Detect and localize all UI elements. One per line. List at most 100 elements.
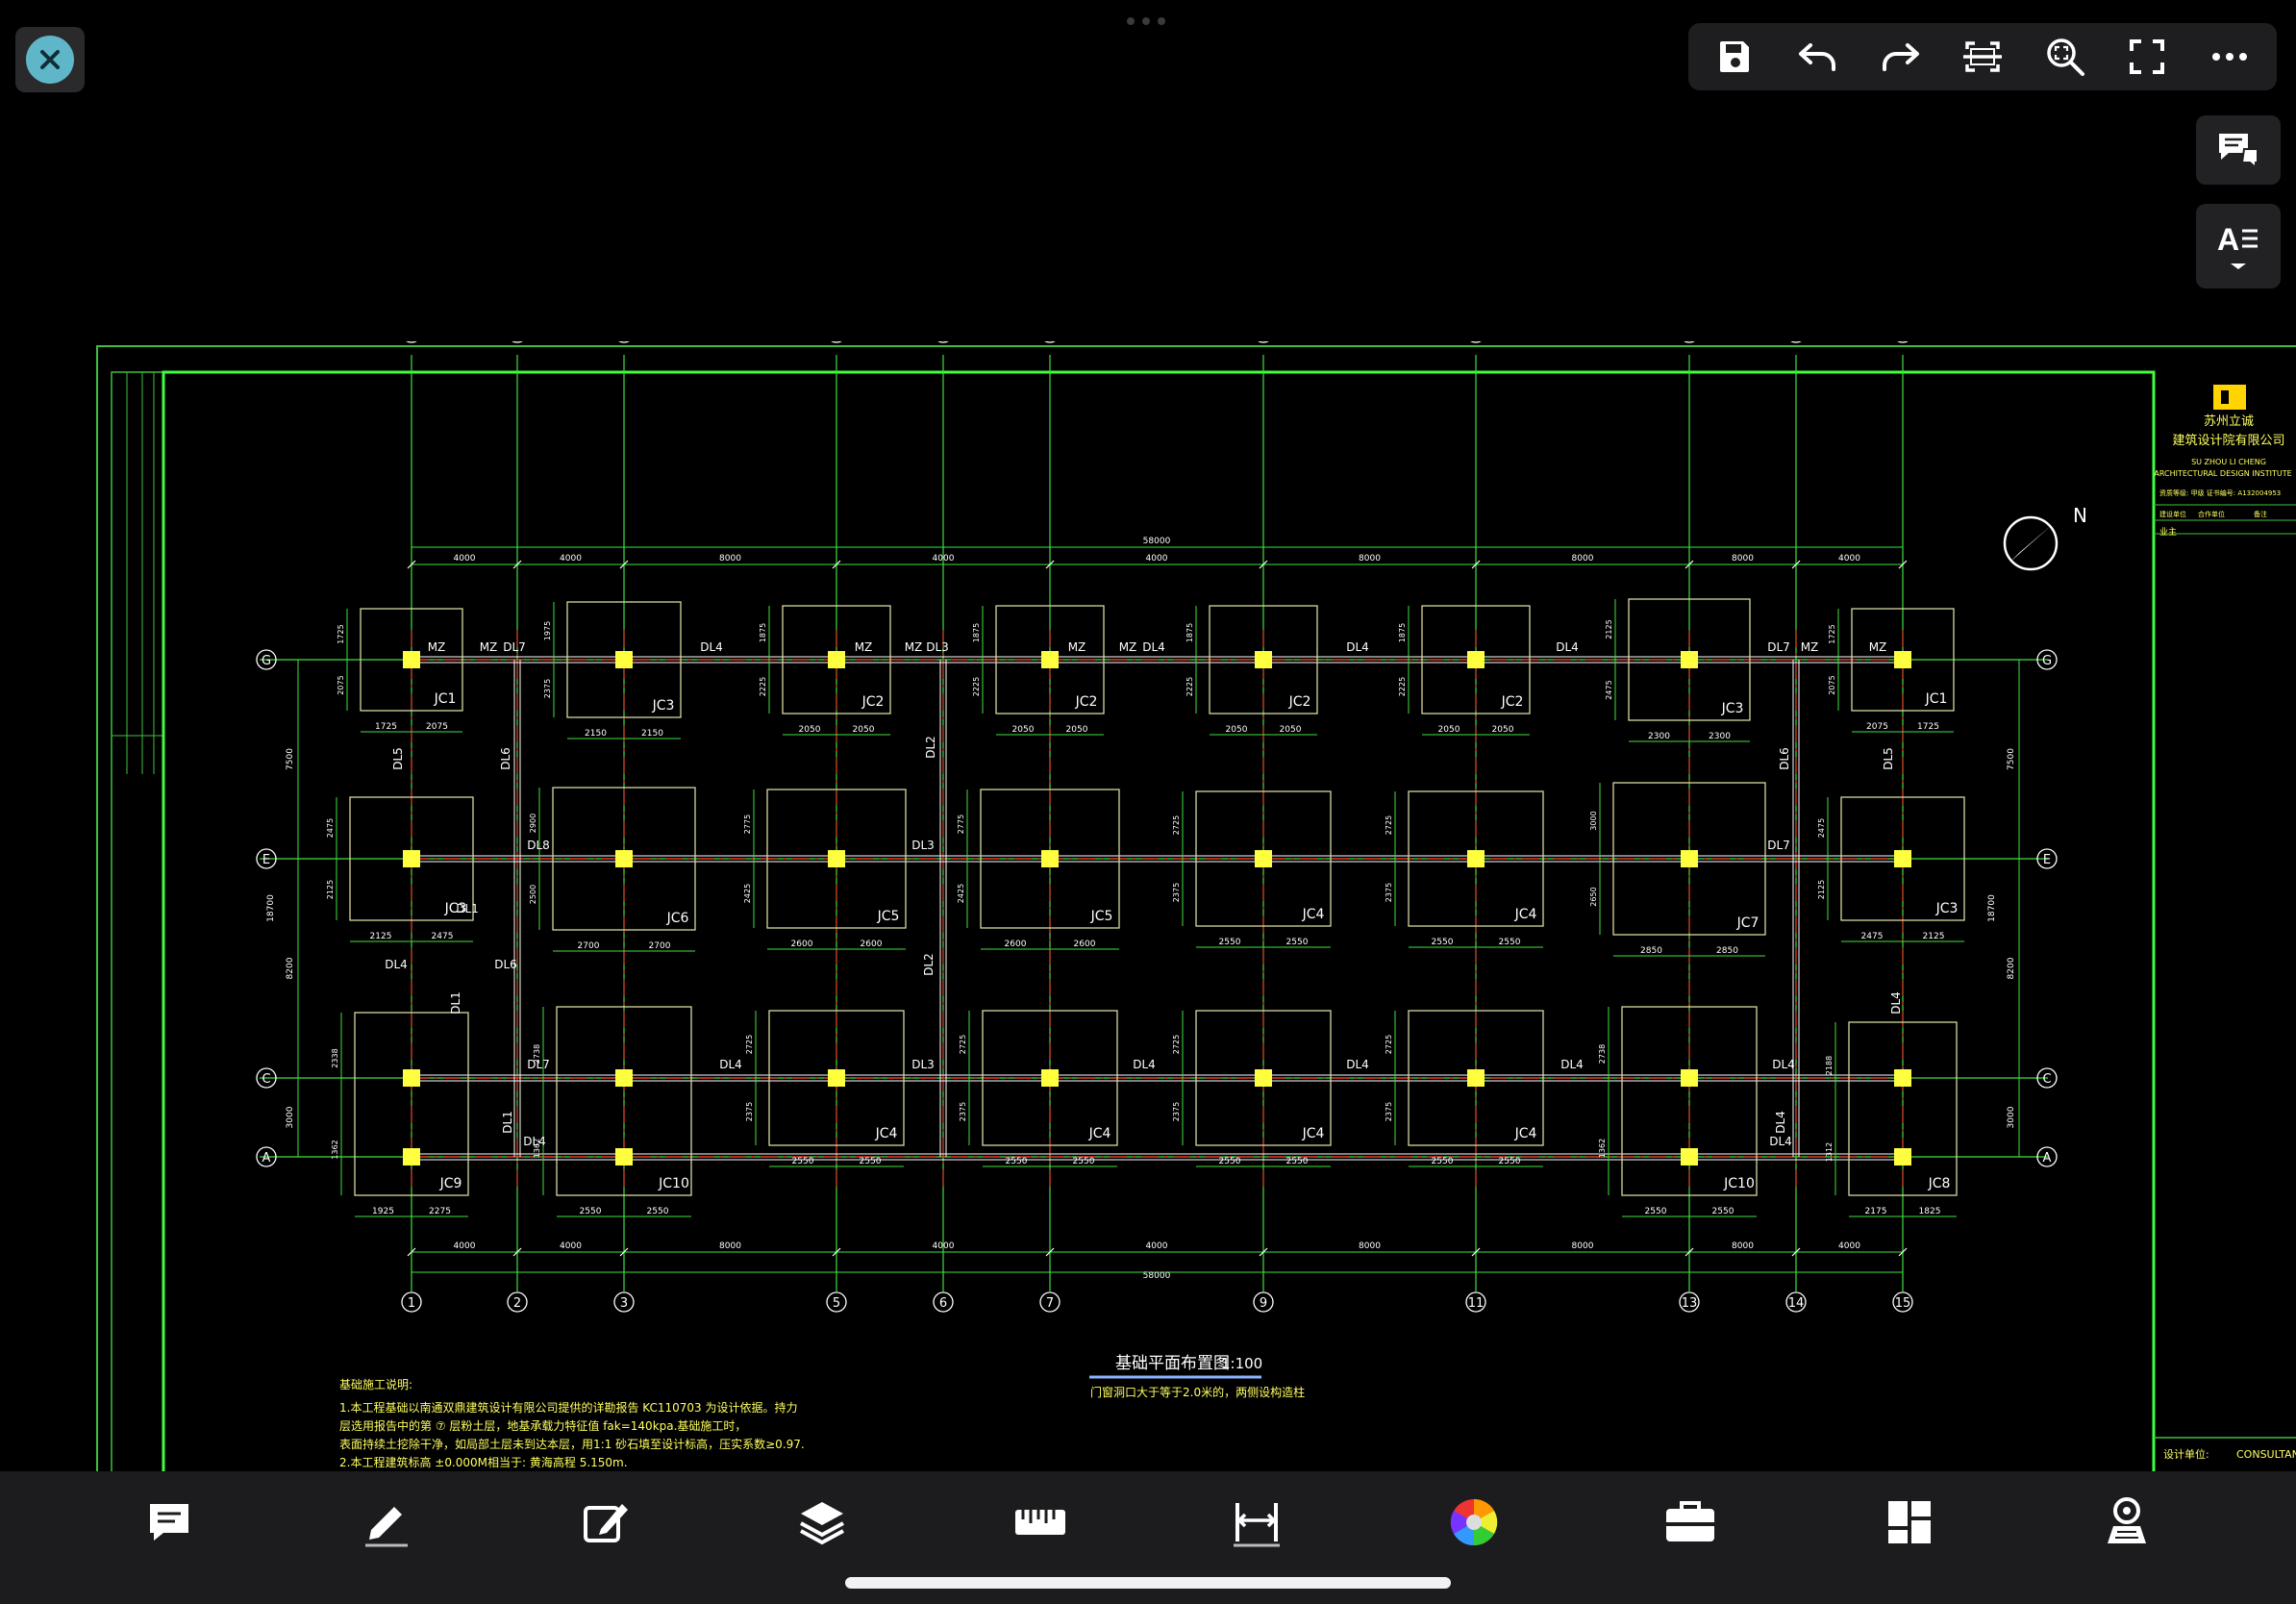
footing-outline [782, 605, 891, 714]
axis-bubble [1684, 341, 1695, 343]
axis-bubble [1258, 341, 1269, 343]
axis-label-col: 6 [939, 1296, 947, 1311]
undo-button[interactable] [1784, 28, 1852, 86]
footing-dim-b: 2050 [1492, 725, 1514, 735]
bottom-dim-tick [1471, 1247, 1481, 1257]
layout-tool-button[interactable] [1871, 1489, 1948, 1556]
footing-side-b: 1312 [1825, 1142, 1834, 1162]
drawing-title-block: 基础平面布置图 1:100 门窗洞口大于等于2.0米的，两侧设构造柱 [1089, 1354, 1305, 1399]
footing-label: JC2 [1075, 694, 1098, 710]
top-dim-tick [1791, 560, 1801, 569]
scan-button[interactable] [1949, 28, 2016, 86]
axis-label-row: C [2042, 1072, 2051, 1087]
footing-dim-b: 1725 [1917, 722, 1939, 732]
axis-label-col: 2 [513, 1296, 521, 1311]
beam-label: DL3 [926, 640, 949, 654]
comment-tool-button[interactable] [131, 1489, 208, 1556]
3d-view-tool-button[interactable] [2088, 1489, 2165, 1556]
footing-dim-a: 2600 [1005, 940, 1027, 949]
footing-side-b: 2375 [1385, 883, 1393, 902]
top-dim-label: 8000 [1572, 554, 1594, 564]
axis-bubble [2036, 1146, 2058, 1167]
bottom-dim-tick [1259, 1247, 1268, 1257]
footing-label: JC2 [1501, 694, 1524, 710]
side-dim-label: 8200 [2007, 957, 2016, 979]
edit-note-tool-button[interactable] [567, 1489, 644, 1556]
column-marker [1681, 651, 1698, 668]
footing-dim-a: 2550 [792, 1157, 814, 1166]
column-marker [1467, 1069, 1485, 1087]
home-indicator[interactable] [845, 1577, 1451, 1589]
zoom-fit-button[interactable] [2032, 28, 2099, 86]
column-marker [403, 850, 420, 867]
footing-outline [354, 1012, 469, 1196]
comments-button[interactable] [2196, 115, 2281, 185]
footing-side-b: 2125 [1817, 880, 1826, 899]
bottom-dim-label: 8000 [1572, 1241, 1594, 1251]
axis-bubble [406, 341, 417, 343]
footing-side-b: 1362 [331, 1140, 339, 1159]
footing-side-a: 2900 [529, 814, 537, 833]
footing-outline [1195, 1010, 1332, 1146]
column-marker [1681, 850, 1698, 867]
bottom-dim-label: 4000 [933, 1241, 955, 1251]
footing-outline [1408, 790, 1544, 927]
column-marker [1041, 651, 1059, 668]
axis-bubble [2036, 649, 2058, 670]
footing-label: JC4 [1514, 1126, 1537, 1141]
axis-bubble [1785, 1291, 1807, 1313]
partner-row-label: 合作单位 [2198, 510, 2225, 518]
text-style-button[interactable]: A [2196, 204, 2281, 288]
more-button[interactable] [2196, 28, 2263, 86]
footing-dim-b: 2600 [1074, 940, 1096, 949]
footing-dim-a: 1925 [372, 1207, 394, 1216]
note-line-4: 2.本工程建筑标高 ±0.000M相当于: 黄海高程 5.150m. [339, 1455, 628, 1469]
close-button[interactable] [15, 27, 85, 92]
beam-label: DL2 [922, 953, 936, 976]
footing-label: JC10 [1723, 1176, 1755, 1191]
footing-outline [566, 601, 682, 718]
footing-dim-a: 2700 [578, 941, 600, 951]
beam-label: DL1 [456, 902, 479, 915]
overall-dim-label: 18700 [266, 894, 276, 922]
note-line-2: 层选用报告中的第 ⑦ 层粉土层，地基承载力特征值 fak=140kpa.基础施工… [339, 1418, 746, 1433]
redo-button[interactable] [1866, 28, 1934, 86]
beam-label: DL7 [503, 640, 526, 654]
footing-side-a: 1725 [1828, 624, 1836, 643]
beam-label: MZ [905, 640, 923, 654]
footing-side-b: 2225 [759, 677, 767, 696]
footing-side-b: 2375 [1172, 1102, 1181, 1121]
footing-side-b: 2475 [1605, 680, 1613, 699]
footing-dim-a: 2550 [1432, 1157, 1454, 1166]
zoom-fit-icon [2046, 38, 2084, 76]
toolbox-tool-button[interactable] [1652, 1489, 1729, 1556]
axis-label-row: C [262, 1072, 270, 1087]
footing-side-a: 2725 [959, 1035, 967, 1054]
footing-label: JC1 [1925, 691, 1948, 707]
top-dim-tick [1471, 560, 1481, 569]
axis-bubble [256, 848, 277, 869]
footing-side-b: 2125 [326, 880, 335, 899]
beam-label: DL4 [1774, 1111, 1787, 1134]
footing-label: JC4 [1088, 1126, 1111, 1141]
comments-icon [2219, 134, 2259, 170]
footing-side-a: 2475 [1817, 818, 1826, 838]
axis-label-row: G [262, 654, 271, 668]
footing-side-a: 2738 [533, 1044, 541, 1064]
footing-label: JC1 [434, 691, 457, 707]
footing-side-a: 2725 [1172, 815, 1181, 835]
pen-tool-button[interactable] [348, 1489, 425, 1556]
ruler-tool-button[interactable] [1002, 1489, 1079, 1556]
drag-handle[interactable] [1127, 17, 1165, 25]
edit-note-icon [584, 1504, 628, 1542]
fullscreen-button[interactable] [2113, 28, 2181, 86]
remark-row-label: 备注 [2254, 510, 2267, 518]
dimension-tool-button[interactable] [1218, 1489, 1295, 1556]
color-tool-button[interactable] [1435, 1489, 1512, 1556]
top-dim-label: 4000 [1838, 554, 1860, 564]
save-button[interactable] [1702, 28, 1769, 86]
cad-drawing-canvas[interactable]: 112233556677991111131314141515GGEECCAA40… [0, 341, 2296, 1471]
layers-tool-button[interactable] [784, 1489, 861, 1556]
footing-dim-b: 2600 [861, 940, 883, 949]
footing-label: JC8 [1928, 1176, 1951, 1191]
